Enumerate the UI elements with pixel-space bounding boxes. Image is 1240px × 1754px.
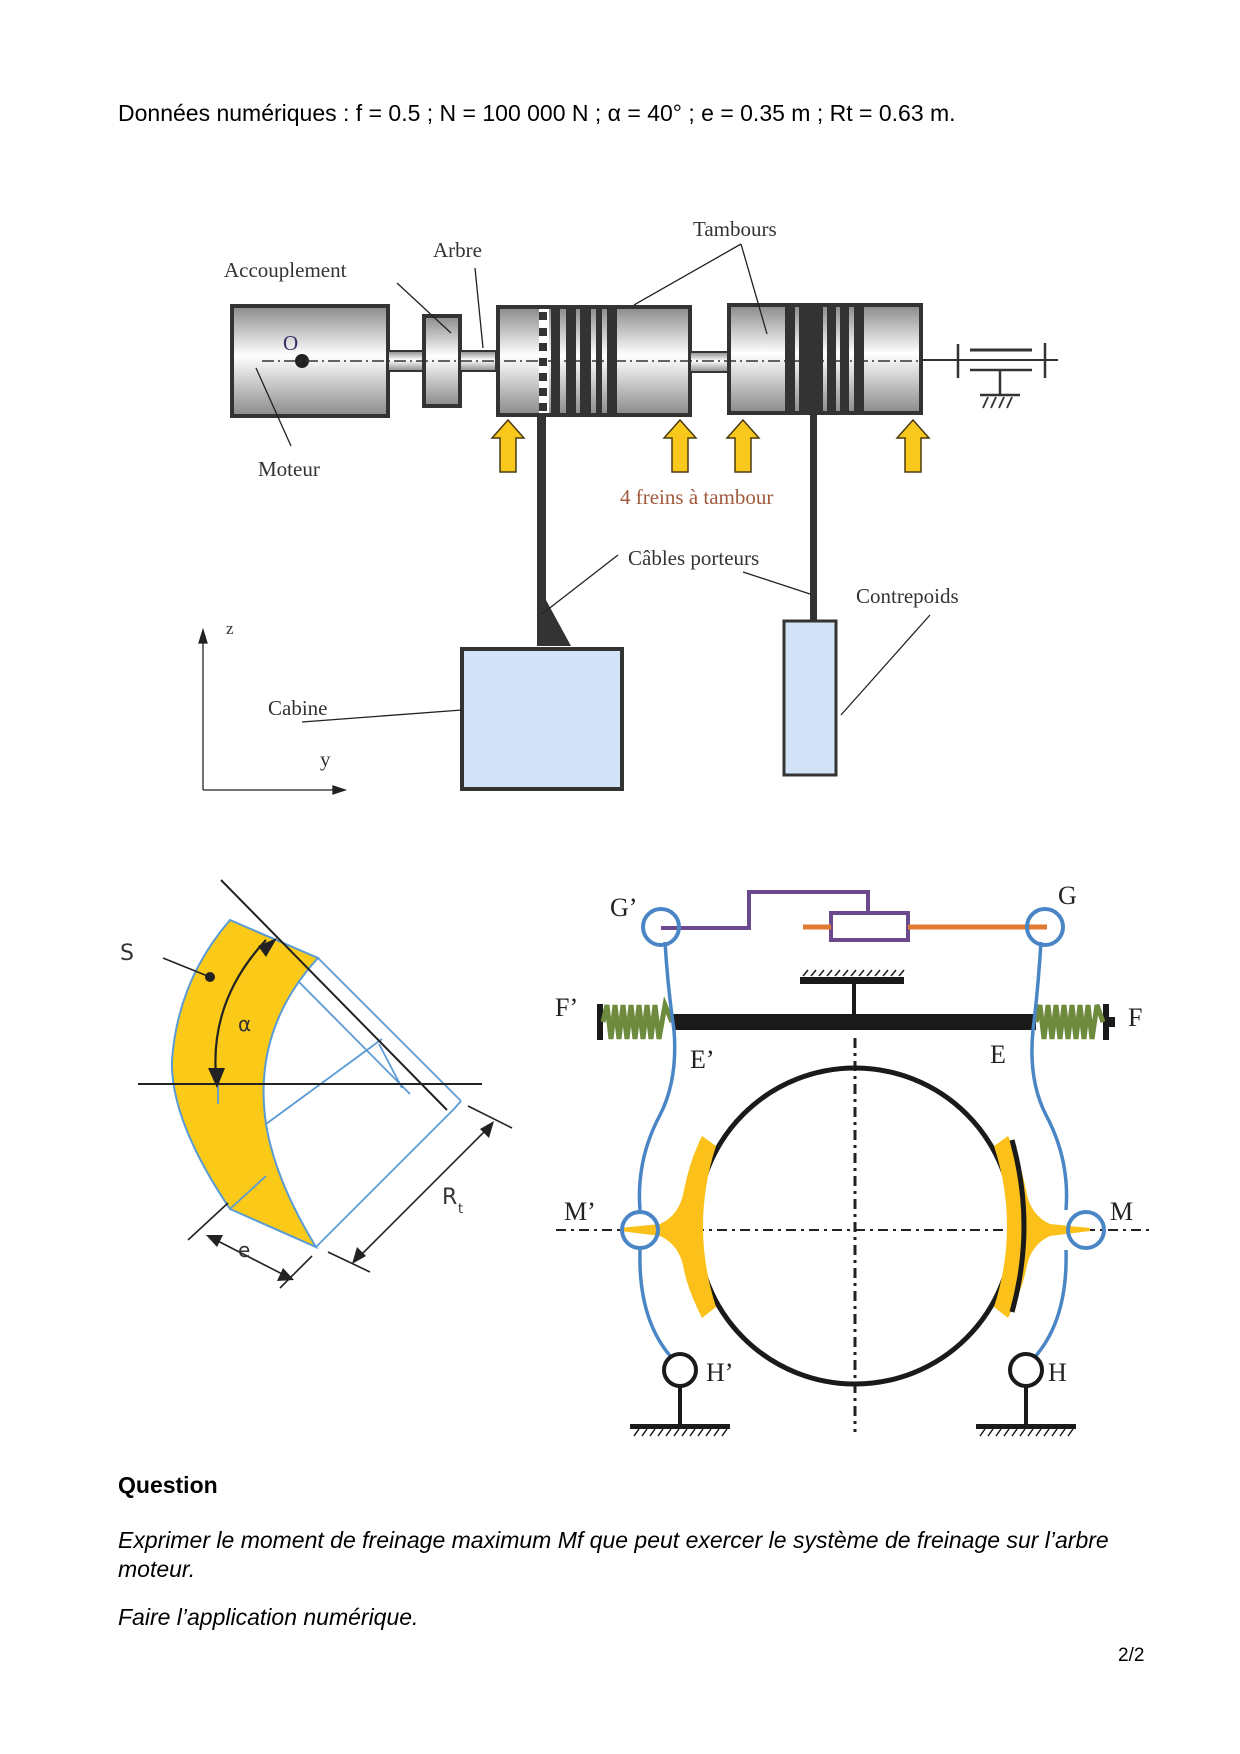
pivot-h [1008, 1352, 1044, 1388]
actuator-linkage [661, 890, 870, 930]
brake-arrow-4 [896, 419, 930, 473]
label-axis-z: z [226, 619, 234, 638]
drum-2 [727, 303, 923, 415]
label-e: E [990, 1040, 1006, 1069]
label-h-prime: H’ [706, 1358, 733, 1387]
drum-circle [694, 1065, 1016, 1387]
label-m: M [1110, 1197, 1133, 1226]
label-accouplement: Accouplement [224, 258, 347, 282]
question-heading: Question [118, 1472, 218, 1498]
question-instruction: Faire l’application numérique. [118, 1604, 419, 1630]
label-f-prime: F’ [555, 993, 578, 1022]
left-spring [600, 996, 675, 1040]
question-text: Exprimer le moment de freinage maximum M… [118, 1527, 1109, 1582]
pivot-g-prime [641, 907, 681, 947]
page-number: 2/2 [1118, 1645, 1145, 1666]
alpha-arc [214, 939, 267, 1077]
right-brake-shoe [994, 1136, 1090, 1318]
label-axis-y: y [320, 747, 331, 771]
brake-arrow-3 [726, 419, 760, 473]
label-contrepoids: Contrepoids [856, 584, 959, 608]
brake-arrow-1 [491, 419, 525, 473]
cabin [460, 647, 624, 791]
label-cables: Câbles porteurs [628, 546, 759, 570]
left-brake-shoe [620, 1136, 716, 1318]
label-moteur: Moteur [258, 457, 320, 481]
label-arbre: Arbre [433, 238, 482, 262]
label-h: H [1048, 1358, 1067, 1387]
tangent-line [220, 879, 448, 1111]
cable-counterweight [810, 413, 817, 621]
shoe-lining [170, 918, 320, 1250]
label-e-prime: E’ [690, 1045, 715, 1074]
spring-rod-bar [672, 1014, 1036, 1030]
label-thickness-e: e [238, 1238, 250, 1262]
label-g: G [1058, 881, 1077, 910]
right-spring [1033, 1004, 1106, 1040]
cable-cabin [537, 415, 546, 645]
bearing-symbol [956, 343, 1047, 409]
label-surface-s: S [120, 941, 134, 966]
label-g-prime: G’ [610, 893, 637, 922]
pivot-m-prime [620, 1210, 660, 1250]
coordinate-axes [198, 627, 348, 795]
left-lever [637, 941, 677, 1360]
actuator-cylinder [829, 911, 910, 942]
label-alpha: α [238, 1012, 251, 1036]
inter-drum-shaft [689, 351, 729, 373]
label-cabine: Cabine [268, 696, 327, 720]
brake-arrow-2 [663, 419, 697, 473]
label-radius-sub-t: t [458, 1202, 463, 1217]
label-point-o: O [283, 331, 298, 355]
right-lever [1030, 941, 1069, 1360]
pivot-m [1066, 1210, 1106, 1250]
label-radius-r: R [442, 1185, 457, 1210]
counterweight [782, 619, 838, 777]
pivot-g [1025, 907, 1065, 947]
pivot-h-prime [662, 1352, 698, 1388]
numeric-data-line: Données numériques : f = 0.5 ; N = 100 0… [118, 100, 956, 126]
label-m-prime: M’ [564, 1197, 596, 1226]
label-f: F [1128, 1003, 1142, 1032]
label-tambours: Tambours [693, 217, 777, 241]
elevator-system-figure: Tambours Arbre Accouplement O Moteur 4 f… [198, 217, 1058, 795]
label-freins: 4 freins à tambour [620, 485, 773, 509]
